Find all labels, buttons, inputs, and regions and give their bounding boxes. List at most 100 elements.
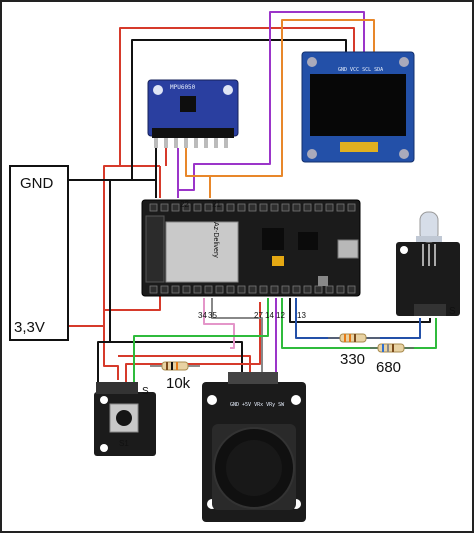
oled-mount-hole xyxy=(307,149,317,159)
wire-button-signal xyxy=(125,302,261,384)
joystick-mount-hole xyxy=(207,395,217,405)
resistor-body xyxy=(339,333,367,343)
mpu-pin xyxy=(214,138,218,148)
pin-13-label: 13 xyxy=(297,311,306,320)
resistor-330: 330 xyxy=(328,333,380,368)
esp32-header-pin xyxy=(325,285,334,294)
esp32-header-pin xyxy=(325,203,334,212)
esp32-header-pin xyxy=(314,203,323,212)
rgb-led-module: S xyxy=(396,211,460,317)
mpu-pin xyxy=(184,138,188,148)
button-cap xyxy=(116,410,132,426)
esp32-header-pin xyxy=(336,203,345,212)
esp32-boot-button xyxy=(318,276,328,286)
mpu-header-strip xyxy=(152,128,234,138)
wire-gnd-to-oled xyxy=(131,39,347,180)
mpu-pin xyxy=(194,138,198,148)
esp32-header-pin xyxy=(303,285,312,294)
esp32-header-pin xyxy=(237,285,246,294)
button-header xyxy=(96,382,138,394)
esp32-header-pin xyxy=(226,203,235,212)
resistor-band xyxy=(392,344,394,352)
wire-joy-sw xyxy=(133,298,269,384)
power-supply-box: GND 3,3V xyxy=(9,165,69,341)
esp32-header-pin xyxy=(314,285,323,294)
esp32-header-pin xyxy=(204,285,213,294)
button-s1-label: S1 xyxy=(119,439,129,448)
led-leg xyxy=(422,244,424,266)
esp32-header-pin xyxy=(149,285,158,294)
esp32-header-pin xyxy=(347,203,356,212)
esp32-header-pin xyxy=(204,203,213,212)
esp32-header-pin xyxy=(336,285,345,294)
pin-27-label: 27 xyxy=(254,311,263,320)
wire-sda-to-oled xyxy=(210,19,375,177)
wire-gnd-to-button xyxy=(97,180,111,386)
esp32-header-pin xyxy=(292,285,301,294)
oled-ribbon xyxy=(340,142,378,152)
joystick-mount-hole xyxy=(291,395,301,405)
oled-pin-labels: GND VCC SCL SDA xyxy=(338,67,383,73)
esp32-usb-port xyxy=(337,239,359,259)
resistor-band xyxy=(387,344,389,352)
button-mount-hole xyxy=(100,444,108,452)
joystick-pin-labels: GND +5V VRx VRy SW xyxy=(230,402,285,408)
pin-34-label: 34 xyxy=(198,311,207,320)
push-button-module: S S1 xyxy=(94,382,156,456)
esp32-header-pin xyxy=(347,285,356,294)
esp32-header-pin xyxy=(149,203,158,212)
resistor-10k: 10k xyxy=(150,361,200,392)
oled-mount-hole xyxy=(307,57,317,67)
led-leg xyxy=(434,244,436,266)
esp32-antenna xyxy=(145,215,165,283)
joystick-cap-center xyxy=(226,440,282,496)
led-s-label: S xyxy=(449,306,456,317)
oled-display-module: GND VCC SCL SDA xyxy=(301,51,415,163)
mpu-mount-hole xyxy=(223,85,233,95)
esp32-header-pin xyxy=(226,285,235,294)
v33-label: 3,3V xyxy=(14,319,45,336)
resistor-band xyxy=(171,362,173,370)
esp32-header-pin xyxy=(215,285,224,294)
esp32-header-pin xyxy=(270,285,279,294)
mpu-chip xyxy=(180,96,196,112)
esp32-header-pin xyxy=(193,285,202,294)
oled-screen xyxy=(310,74,406,136)
resistor-band xyxy=(382,344,384,352)
mpu-pin xyxy=(224,138,228,148)
wire-gnd-to-joystick xyxy=(110,341,243,378)
led-header xyxy=(414,304,446,316)
wire-joy-vry xyxy=(211,298,263,378)
esp32-header-pin xyxy=(303,203,312,212)
esp32-header-pin xyxy=(182,203,191,212)
wire-3v3-to-joystick xyxy=(118,355,251,378)
resistor-band xyxy=(166,362,168,370)
resistor-body xyxy=(377,343,405,353)
pin-14-label: 14 xyxy=(265,311,274,320)
esp32-header-pin xyxy=(171,285,180,294)
gnd-label: GND xyxy=(20,175,54,192)
esp32-header-pin xyxy=(237,203,246,212)
esp32-regulator xyxy=(298,232,318,250)
pin-35-label: 35 xyxy=(208,311,217,320)
mpu-pin-header xyxy=(152,128,234,148)
pin-22-label: 22 xyxy=(180,200,189,209)
wire-led-green xyxy=(281,298,437,349)
esp32-header-pin xyxy=(193,203,202,212)
led-mount-hole xyxy=(400,246,408,254)
esp32-header-pin xyxy=(215,203,224,212)
wire-joy-vrx xyxy=(203,298,235,349)
mpu-pin xyxy=(154,138,158,148)
led-bulb-base xyxy=(416,236,442,242)
resistor-680: 680 xyxy=(370,343,414,376)
esp32-board: Az-Delivery 22 21 34 35 27 14 12 13 xyxy=(141,199,361,320)
resistor-330-label: 330 xyxy=(340,351,365,368)
wire-sda xyxy=(185,148,211,198)
esp32-header-pin xyxy=(259,285,268,294)
esp32-header-pin xyxy=(281,203,290,212)
esp32-header-pin xyxy=(160,203,169,212)
resistor-body xyxy=(161,361,189,371)
esp32-header-pin xyxy=(281,285,290,294)
esp32-header-pin xyxy=(259,203,268,212)
esp32-brand-label: Az-Delivery xyxy=(212,222,219,258)
